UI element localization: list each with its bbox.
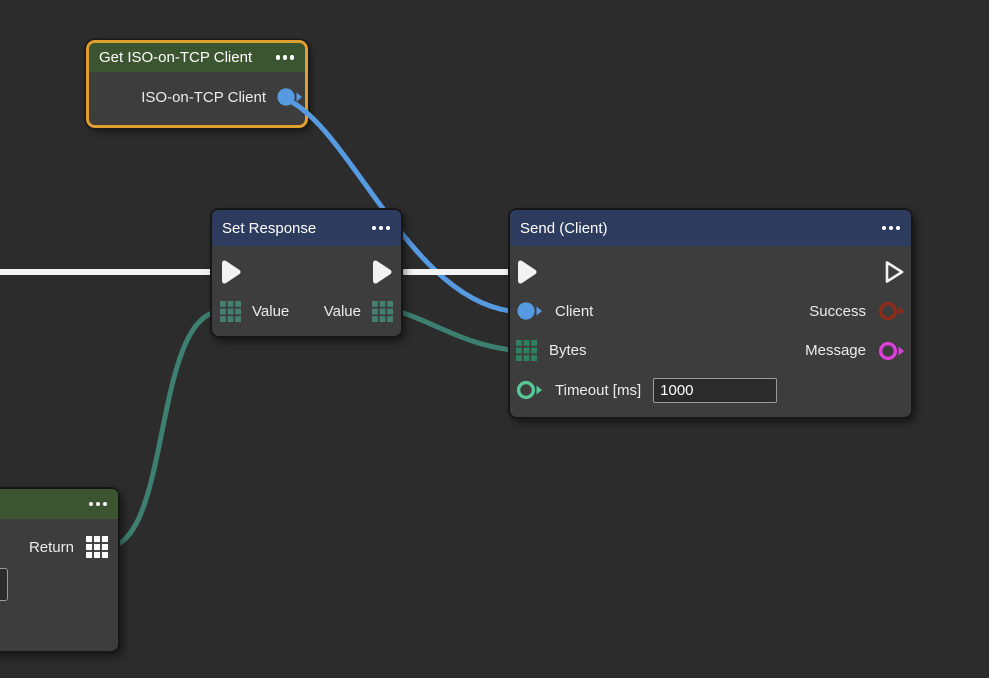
wire-return-to-value[interactable] (105, 308, 225, 550)
port-row: Timeout [ms] (510, 371, 911, 411)
grid-port-icon[interactable] (516, 340, 537, 362)
port-row: Return (0, 527, 118, 567)
port-label: Timeout [ms] (555, 381, 642, 399)
port-label: Success (809, 302, 866, 320)
port-label: Value (252, 302, 290, 320)
exec-in-arrow-icon[interactable] (220, 259, 242, 285)
grid-port-icon[interactable] (220, 300, 241, 322)
node-header[interactable] (0, 489, 118, 519)
timeout-input[interactable] (653, 377, 778, 403)
circle-ring-port-icon[interactable] (878, 301, 905, 321)
node-get-iso-on-tcp-client[interactable]: Get ISO-on-TCP Client ISO-on-TCP Client (86, 40, 308, 128)
port-row: Value Value (212, 292, 401, 332)
grid-port-icon[interactable] (86, 536, 108, 558)
exec-in-arrow-icon[interactable] (516, 259, 538, 285)
port-label: Message (805, 342, 866, 360)
exec-out-arrow-icon[interactable] (883, 259, 905, 285)
node-set-response[interactable]: Set Response Value Value (210, 208, 403, 338)
node-title: Set Response (222, 219, 317, 237)
port-label: Value (323, 302, 361, 320)
circle-ring-port-icon[interactable] (878, 341, 905, 361)
return-node-field[interactable] (0, 568, 8, 601)
grid-port-icon[interactable] (372, 300, 393, 322)
port-row: Client Success (510, 292, 911, 332)
circle-ring-port-icon[interactable] (516, 380, 543, 400)
port-label: ISO-on-TCP Client (141, 88, 266, 106)
port-row: Bytes Message (510, 331, 911, 371)
ellipsis-icon[interactable] (371, 224, 391, 232)
ellipsis-icon[interactable] (881, 224, 901, 232)
port-label: Client (555, 302, 594, 320)
wire-value-to-bytes[interactable] (395, 308, 523, 354)
exec-out-arrow-icon[interactable] (371, 259, 393, 285)
node-send-client[interactable]: Send (Client) Client Success (508, 208, 913, 419)
port-label: Return (28, 538, 74, 556)
node-title: Get ISO-on-TCP Client (99, 49, 253, 66)
node-header[interactable]: Set Response (212, 210, 401, 246)
exec-row (510, 252, 911, 292)
node-header[interactable]: Send (Client) (510, 210, 911, 246)
port-label: Bytes (549, 342, 587, 360)
node-title: Send (Client) (520, 219, 608, 237)
port-row: ISO-on-TCP Client (89, 73, 305, 121)
ellipsis-icon[interactable] (88, 500, 108, 508)
node-header[interactable]: Get ISO-on-TCP Client (89, 43, 305, 72)
node-return[interactable]: Return (0, 487, 120, 653)
exec-row (212, 252, 401, 292)
ellipsis-icon[interactable] (275, 53, 295, 61)
circle-filled-port-icon[interactable] (516, 301, 543, 321)
